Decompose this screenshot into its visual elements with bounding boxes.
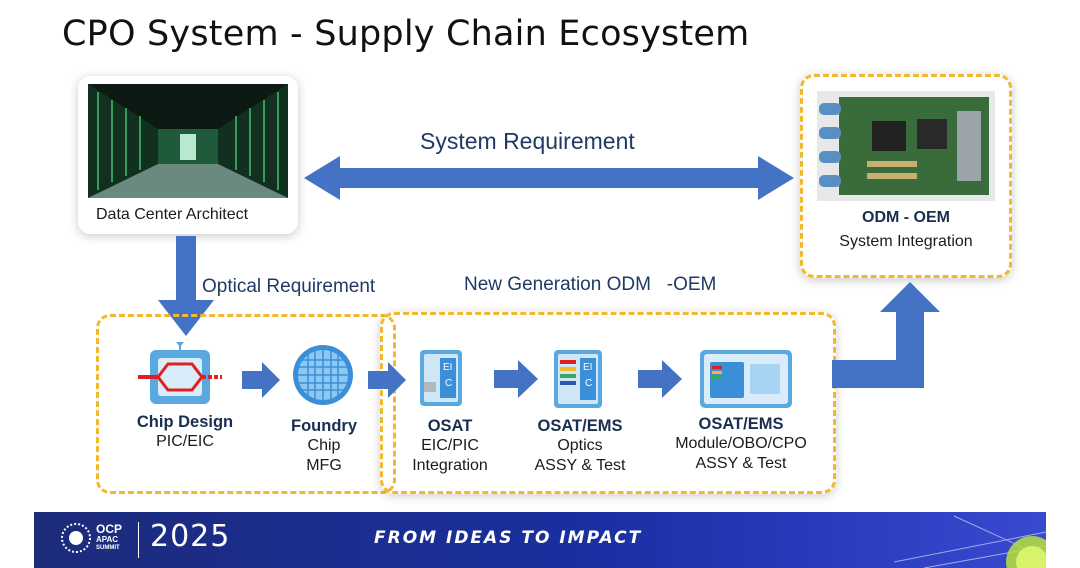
flow-arrow-3 <box>494 360 538 398</box>
architect-label: Data Center Architect <box>96 206 249 223</box>
step-line: Chip <box>307 437 341 454</box>
new-generation-label: New Generation ODM -OEM <box>464 274 717 295</box>
design-foundry-group <box>96 314 396 494</box>
step-chip-design: Chip Design PIC/EIC <box>120 412 250 452</box>
step-osat-ems-module: OSAT/EMS Module/OBO/CPO ASSY & Test <box>666 414 816 474</box>
step-title: OSAT/EMS <box>537 417 623 435</box>
footer-banner: OCP APAC SUMMIT 2025 FROM IDEAS TO IMPAC… <box>34 512 1046 568</box>
optics-chip-label-c: C <box>585 378 593 389</box>
step-osat-ems-optics: OSAT/EMS Optics ASSY & Test <box>520 416 640 476</box>
step-line: ASSY & Test <box>534 457 626 474</box>
chip-design-icon <box>138 342 222 404</box>
step-line: ASSY & Test <box>695 455 787 472</box>
osat-chip-icon <box>420 350 462 406</box>
step-osat: OSAT EIC/PIC Integration <box>400 416 500 476</box>
osat-chip-label-c: C <box>445 378 453 389</box>
system-requirement-arrow <box>304 156 794 200</box>
optics-chip-label-ei: EI <box>583 362 593 373</box>
system-requirement-label: System Requirement <box>420 128 635 154</box>
optical-requirement-arrow <box>158 236 214 336</box>
step-line: Module/OBO/CPO <box>675 435 807 452</box>
ocp-line3: SUMMIT <box>96 545 120 551</box>
optics-chip-icon <box>554 350 602 408</box>
step-title: OSAT <box>427 417 473 435</box>
server-board-image <box>817 91 995 201</box>
step-line: Integration <box>412 457 488 474</box>
data-center-architect-card: Data Center Architect <box>78 76 298 234</box>
foundry-wafer-icon <box>293 345 353 405</box>
new-generation-odm-group <box>380 312 836 494</box>
odm-oem-subtitle: System Integration <box>839 233 973 250</box>
step-title: Foundry <box>291 417 357 435</box>
step-line: Optics <box>557 437 603 454</box>
ocp-logo-text: OCP APAC SUMMIT <box>96 523 122 552</box>
ocp-logo-icon <box>61 523 91 553</box>
ocp-line2: APAC <box>96 535 119 544</box>
footer-decoration <box>894 515 1046 568</box>
module-icon <box>700 350 792 408</box>
integration-arrow <box>832 282 940 388</box>
odm-oem-card: ODM - OEM System Integration <box>800 74 1012 278</box>
page-title: CPO System - Supply Chain Ecosystem <box>62 14 750 54</box>
osat-chip-label-ei: EI <box>443 362 453 373</box>
step-foundry: Foundry Chip MFG <box>274 416 374 476</box>
step-line: MFG <box>306 457 342 474</box>
step-line: PIC/EIC <box>156 433 214 450</box>
step-title: Chip Design <box>136 413 234 431</box>
optical-requirement-label: Optical Requirement <box>202 276 376 297</box>
odm-oem-title: ODM - OEM <box>862 209 950 226</box>
footer-year: 2025 <box>150 519 231 554</box>
data-center-image <box>88 84 288 198</box>
footer-tagline: FROM IDEAS TO IMPACT <box>374 528 643 548</box>
flow-arrow-1 <box>242 362 280 398</box>
step-line: EIC/PIC <box>421 437 479 454</box>
step-title: OSAT/EMS <box>698 415 784 433</box>
flow-arrow-2 <box>368 362 406 398</box>
ocp-line1: OCP <box>96 522 123 536</box>
footer-divider <box>138 522 139 558</box>
flow-arrow-4 <box>638 360 682 398</box>
